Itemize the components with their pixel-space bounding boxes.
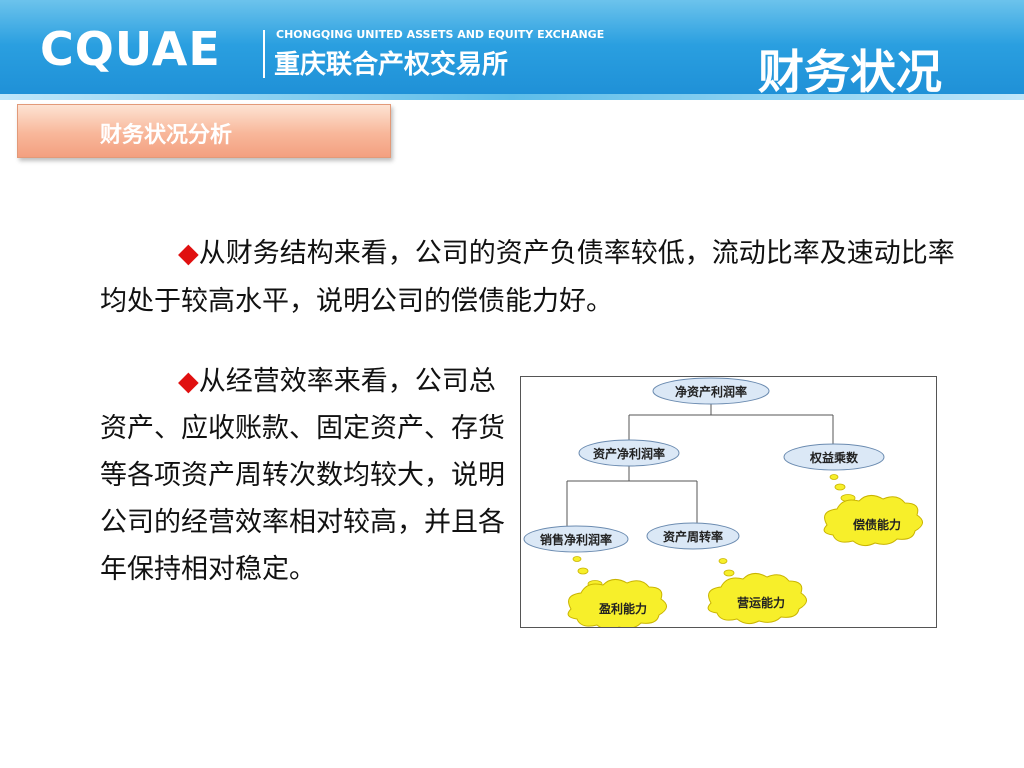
header-banner: CQUAE CHONGQING UNITED ASSETS AND EQUITY… <box>0 0 1024 100</box>
cloud-solvency-label: 偿债能力 <box>853 517 901 532</box>
node-left-right-label: 资产周转率 <box>663 529 723 544</box>
dupont-diagram-svg: 净资产利润率 资产净利润率 权益乘数 销售净利润率 资产周转率 <box>523 377 923 631</box>
node-left-right: 资产周转率 <box>646 522 740 550</box>
bullet-operating-efficiency: ◆从经营效率来看，公司总资产、应收账款、固定资产、存货等各项资产周转次数均较大，… <box>100 358 510 593</box>
bullet-diamond-icon: ◆ <box>178 366 199 397</box>
cloud-operations-label: 营运能力 <box>737 595 785 610</box>
section-tab: 财务状况分析 <box>17 104 391 158</box>
bullet-diamond-icon: ◆ <box>178 238 199 269</box>
cloud-operations: 营运能力 <box>707 573 807 625</box>
node-right-label: 权益乘数 <box>809 450 859 465</box>
node-left-left-label: 销售净利润率 <box>540 532 612 547</box>
node-root-label: 净资产利润率 <box>675 384 747 399</box>
node-left-label: 资产净利润率 <box>593 446 665 461</box>
cloud-profitability: 盈利能力 <box>567 579 667 631</box>
section-tab-label: 财务状况分析 <box>100 123 233 148</box>
bullet-2-text: ◆从经营效率来看，公司总资产、应收账款、固定资产、存货等各项资产周转次数均较大，… <box>100 366 505 585</box>
node-root: 净资产利润率 <box>652 377 770 405</box>
org-name-en: CHONGQING UNITED ASSETS AND EQUITY EXCHA… <box>276 28 605 41</box>
logo-separator <box>263 30 265 78</box>
bullet-financial-structure: ◆从财务结构来看，公司的资产负债率较低，流动比率及速动比率均处于较高水平，说明公… <box>100 230 960 326</box>
cquae-logo: CQUAE <box>40 22 221 76</box>
node-left-left: 销售净利润率 <box>523 525 629 553</box>
node-right: 权益乘数 <box>783 443 885 471</box>
cloud-profitability-label: 盈利能力 <box>598 601 647 616</box>
dupont-diagram: 净资产利润率 资产净利润率 权益乘数 销售净利润率 资产周转率 <box>520 376 937 631</box>
node-left: 资产净利润率 <box>578 439 680 467</box>
header-stripe <box>0 94 1024 100</box>
slide-title: 财务状况 <box>758 45 942 99</box>
bullet-1-text: ◆从财务结构来看，公司的资产负债率较低，流动比率及速动比率均处于较高水平，说明公… <box>100 238 955 317</box>
cloud-solvency: 偿债能力 <box>823 495 923 547</box>
org-name-cn: 重庆联合产权交易所 <box>274 50 509 80</box>
tree-connectors <box>566 403 834 527</box>
